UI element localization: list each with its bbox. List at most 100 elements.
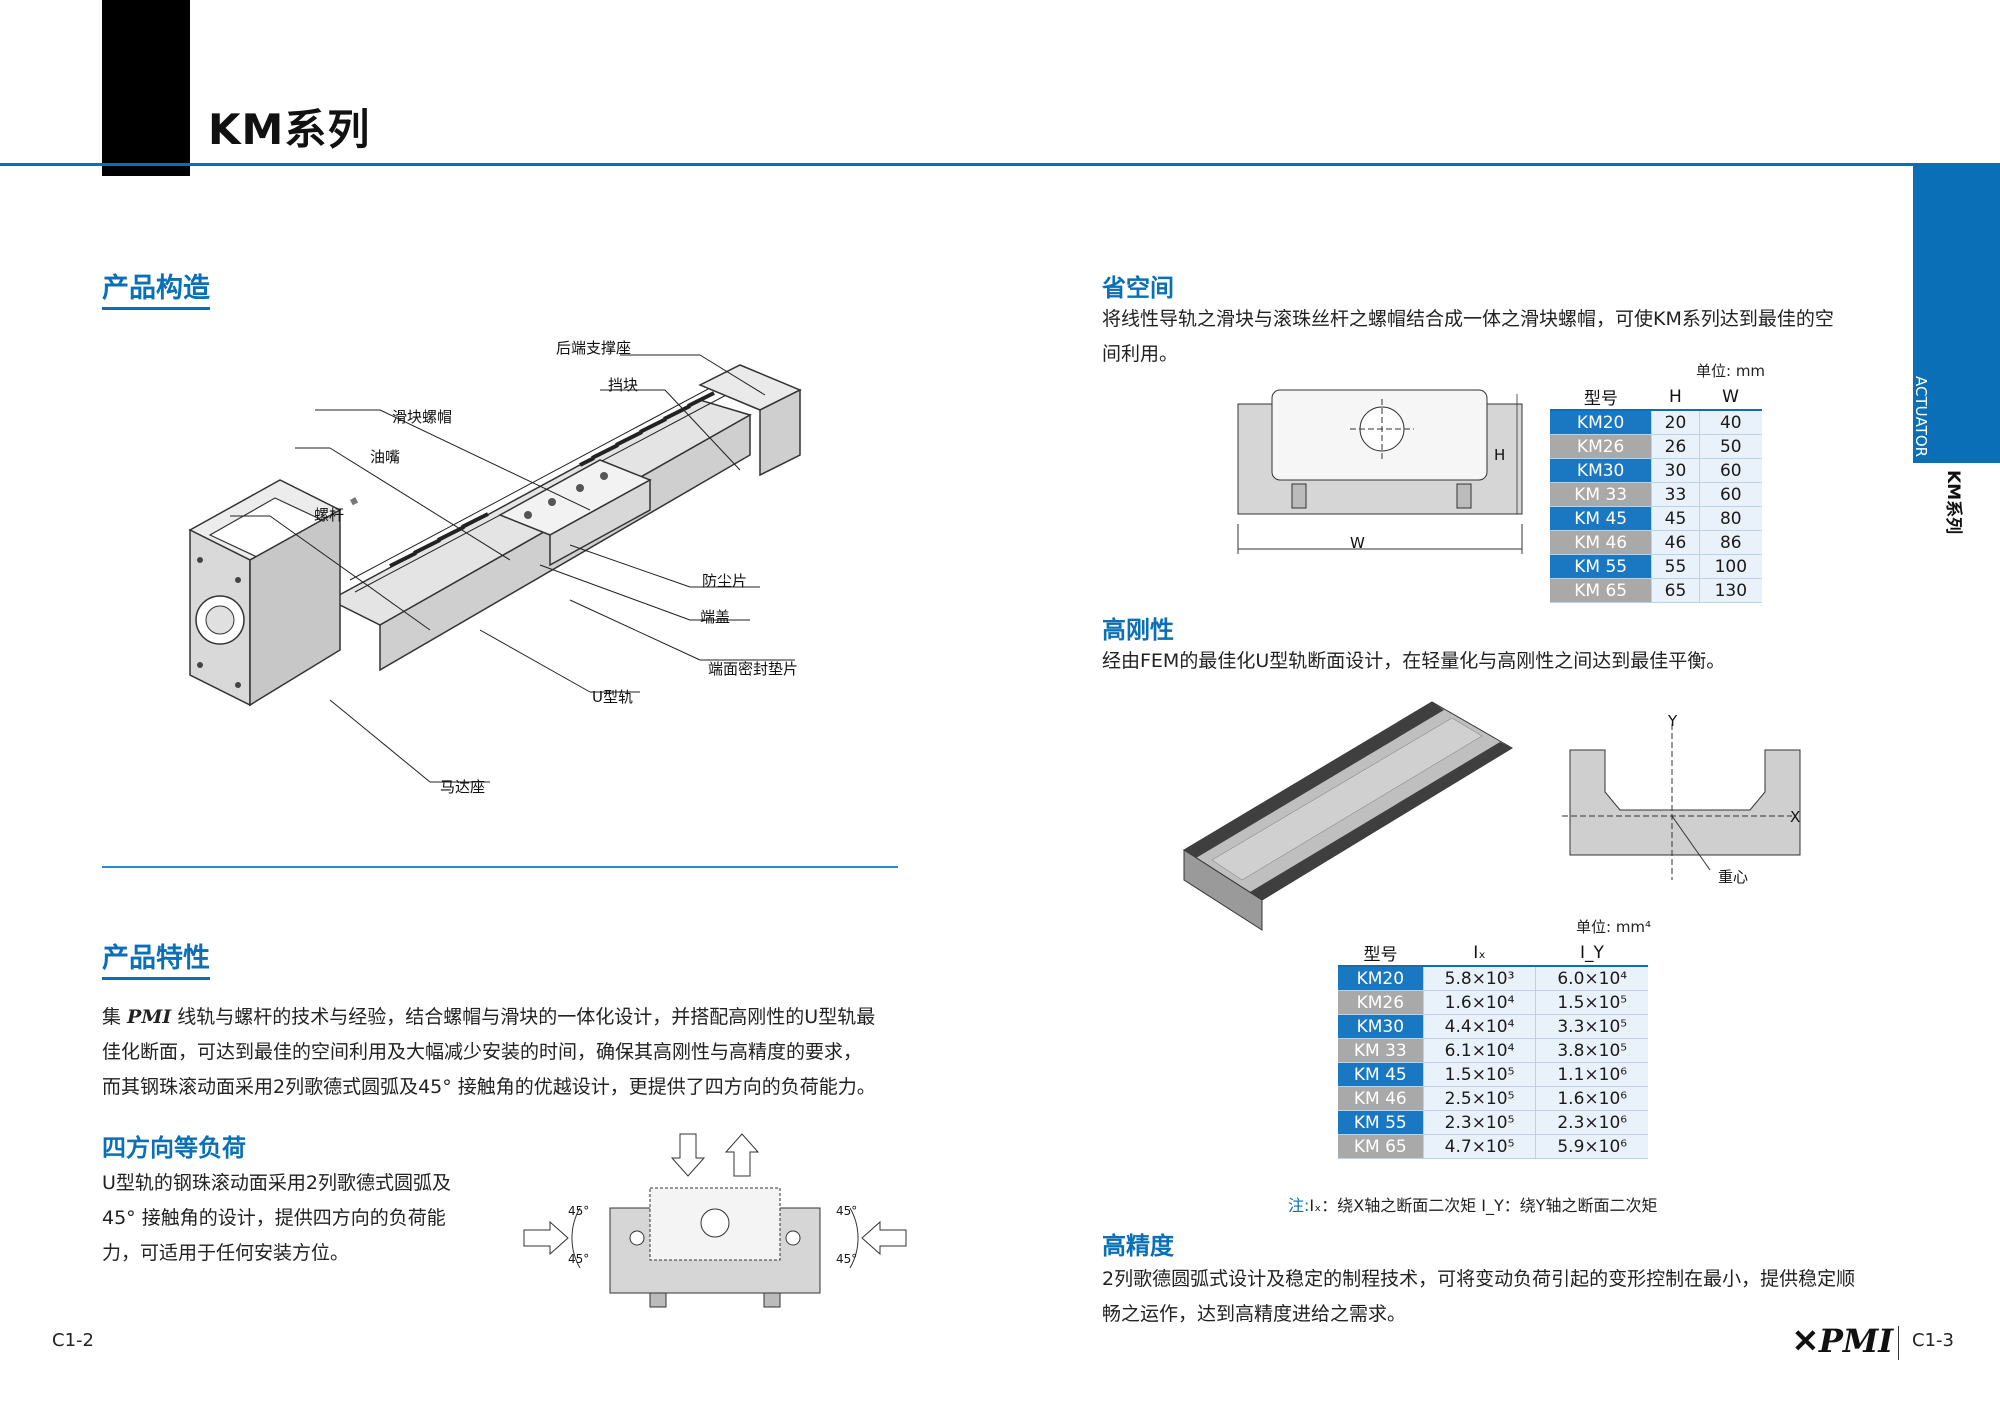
value-cell: 60 bbox=[1698, 458, 1762, 483]
value-cell: 3.8×10⁵ bbox=[1535, 1038, 1648, 1063]
value-cell: 130 bbox=[1698, 578, 1762, 603]
value-cell: 1.6×10⁶ bbox=[1535, 1086, 1648, 1111]
value-cell: 50 bbox=[1698, 434, 1762, 459]
dim-h-label: H bbox=[1494, 446, 1506, 464]
value-cell: 33 bbox=[1651, 482, 1700, 507]
page-title: KM系列 bbox=[208, 105, 371, 154]
model-cell: KM 33 bbox=[1338, 1038, 1424, 1063]
label-u-rail: U型轨 bbox=[592, 688, 633, 706]
rigidity-unit: 单位: mm⁴ bbox=[1576, 918, 1652, 936]
model-cell: KM26 bbox=[1550, 434, 1652, 459]
value-cell: 4.4×10⁴ bbox=[1422, 1014, 1536, 1039]
header-black-block bbox=[102, 0, 190, 176]
label-screw: 螺杆 bbox=[314, 506, 345, 524]
value-cell: 2.3×10⁶ bbox=[1535, 1110, 1648, 1135]
value-cell: 80 bbox=[1698, 506, 1762, 531]
value-cell: 46 bbox=[1651, 530, 1700, 555]
angle-label-tl: 45° bbox=[568, 1204, 590, 1218]
side-tab bbox=[1913, 166, 2000, 463]
label-nut-slider: 滑块螺帽 bbox=[392, 408, 453, 426]
features-text: 集 PMI 线轨与螺杆的技术与经验，结合螺帽与滑块的一体化设计，并搭配高刚性的U… bbox=[102, 1006, 876, 1098]
model-cell: KM26 bbox=[1338, 990, 1424, 1015]
space-title: 省空间 bbox=[1102, 274, 1174, 302]
moment-note: 注:Iₓ：绕X轴之断面二次矩 I_Y：绕Y轴之断面二次矩 bbox=[1288, 1192, 1658, 1216]
model-cell: KM 46 bbox=[1550, 530, 1652, 555]
label-dust-strip: 防尘片 bbox=[702, 572, 748, 590]
space-text: 将线性导轨之滑块与滚珠丝杆之螺帽结合成一体之滑块螺帽，可使KM系列达到最佳的空 … bbox=[1102, 308, 1834, 365]
value-cell: 26 bbox=[1651, 434, 1700, 459]
precision-title: 高精度 bbox=[1102, 1232, 1174, 1260]
model-cell: KM 46 bbox=[1338, 1086, 1424, 1111]
note-text: Iₓ：绕X轴之断面二次矩 I_Y：绕Y轴之断面二次矩 bbox=[1309, 1196, 1658, 1215]
side-tab-label: ACTUATOR bbox=[1912, 376, 1930, 457]
model-cell: KM 45 bbox=[1550, 506, 1652, 531]
value-cell: 3.3×10⁵ bbox=[1535, 1014, 1648, 1039]
page-number-right: C1-3 bbox=[1912, 1330, 1954, 1351]
value-cell: 6.0×10⁴ bbox=[1535, 966, 1648, 991]
dim-w-label: W bbox=[1350, 534, 1365, 552]
value-cell: 86 bbox=[1698, 530, 1762, 555]
page-number-left: C1-2 bbox=[52, 1330, 94, 1351]
model-cell: KM30 bbox=[1338, 1014, 1424, 1039]
label-end-seal: 端面密封垫片 bbox=[708, 660, 799, 678]
value-cell: 6.1×10⁴ bbox=[1422, 1038, 1536, 1063]
section-divider bbox=[102, 866, 898, 868]
value-cell: 1.5×10⁵ bbox=[1422, 1062, 1536, 1087]
note-prefix: 注: bbox=[1288, 1196, 1310, 1215]
four-way-text: U型轨的钢珠滚动面采用2列歌德式圆弧及 45° 接触角的设计，提供四方向的负荷能… bbox=[102, 1172, 451, 1264]
label-end-cap: 端盖 bbox=[700, 608, 731, 626]
model-cell: KM 55 bbox=[1550, 554, 1652, 579]
value-cell: 65 bbox=[1651, 578, 1700, 603]
col-header-h: H bbox=[1651, 384, 1700, 411]
value-cell: 55 bbox=[1651, 554, 1700, 579]
four-way-title: 四方向等负荷 bbox=[102, 1134, 246, 1162]
u-rail-section bbox=[1562, 724, 1801, 880]
side-tab-series: KM系列 bbox=[1943, 470, 1963, 535]
angle-label-bl: 45° bbox=[568, 1252, 590, 1266]
col-header-model: 型号 bbox=[1550, 384, 1652, 411]
header-rule bbox=[0, 163, 2000, 166]
value-cell: 1.5×10⁵ bbox=[1535, 990, 1648, 1015]
value-cell: 5.9×10⁶ bbox=[1535, 1134, 1648, 1159]
axis-y-label: Y bbox=[1668, 712, 1678, 730]
col-header-w: W bbox=[1699, 384, 1762, 411]
footer-separator bbox=[1898, 1326, 1899, 1360]
angle-label-tr: 45° bbox=[836, 1204, 858, 1218]
features-title: 产品特性 bbox=[102, 936, 210, 980]
model-cell: KM 45 bbox=[1338, 1062, 1424, 1087]
model-cell: KM 33 bbox=[1550, 482, 1652, 507]
value-cell: 60 bbox=[1698, 482, 1762, 507]
structure-title: 产品构造 bbox=[102, 266, 210, 310]
pmi-logo: ✕PMI bbox=[1792, 1322, 1894, 1360]
col-header-model: 型号 bbox=[1338, 940, 1424, 967]
angle-label-br: 45° bbox=[836, 1252, 858, 1266]
value-cell: 4.7×10⁵ bbox=[1422, 1134, 1536, 1159]
rigidity-title: 高刚性 bbox=[1102, 616, 1174, 644]
value-cell: 1.1×10⁶ bbox=[1535, 1062, 1648, 1087]
value-cell: 100 bbox=[1698, 554, 1762, 579]
model-cell: KM30 bbox=[1550, 458, 1652, 483]
label-grease-nipple: 油嘴 bbox=[370, 448, 401, 466]
value-cell: 30 bbox=[1651, 458, 1700, 483]
logo-cross-icon: ✕ bbox=[1792, 1322, 1819, 1360]
model-cell: KM 55 bbox=[1338, 1110, 1424, 1135]
value-cell: 2.3×10⁵ bbox=[1422, 1110, 1536, 1135]
precision-text: 2列歌德圆弧式设计及稳定的制程技术，可将变动负荷引起的变形控制在最小，提供稳定顺… bbox=[1102, 1268, 1856, 1325]
value-cell: 2.5×10⁵ bbox=[1422, 1086, 1536, 1111]
brand-name: PMI bbox=[127, 1006, 172, 1028]
